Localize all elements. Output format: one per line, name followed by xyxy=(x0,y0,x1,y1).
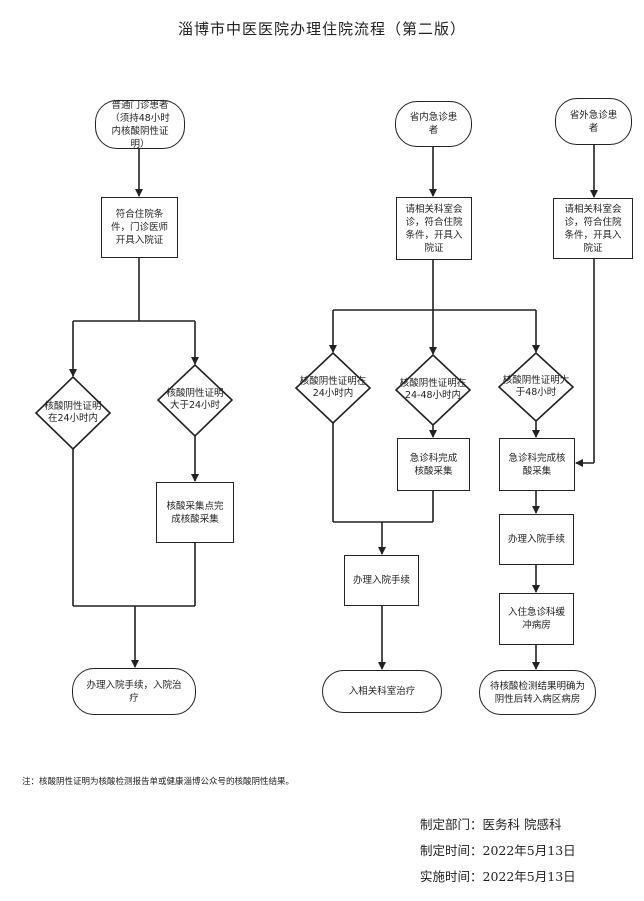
footnote: 注：核酸阴性证明为核酸检测报告单或健康淄博公众号的核酸阴性结果。 xyxy=(22,777,295,787)
meta-made-date: 制定时间：2022年5月13日 xyxy=(420,843,576,858)
outpatient-criteria-node: 符合住院条件，门诊医师开具入院证 xyxy=(101,197,178,258)
in-admission-node: 办理入院手续 xyxy=(344,555,419,606)
buffer-admission-node: 办理入院手续 xyxy=(499,514,574,565)
out-consult-node: 请相关科室会诊，符合住院条件，开具入院证 xyxy=(553,198,633,259)
page-title: 淄博市中医医院办理住院流程（第二版） xyxy=(177,20,466,38)
in-emergency-start-node: 省内急诊患者 xyxy=(395,101,472,147)
meta-effective-date: 实施时间：2022年5月13日 xyxy=(420,869,576,884)
in-emergency-sampling-a-node: 急诊科完成核酸采集 xyxy=(397,438,470,491)
in-24-48-label: 核酸阴性证明在24-48小时内 xyxy=(399,378,467,401)
buffer-ward-node: 入住急诊科缓冲病房 xyxy=(499,593,574,645)
in-over48-label: 核酸阴性证明大于48小时 xyxy=(502,375,570,398)
out-emergency-start-node: 省外急诊患者 xyxy=(555,98,632,145)
buffer-end-node: 待核酸检测结果明确为阴性后转入病区病房 xyxy=(479,670,596,715)
meta-department: 制定部门：医务科 院感科 xyxy=(420,817,562,832)
outpatient-start-node: 普通门诊患者（须持48小时内核酸阴性证明） xyxy=(95,100,185,150)
op-within24-label: 核酸阴性证明在24小时内 xyxy=(44,401,102,424)
op-sampling-point-node: 核酸采集点完成核酸采集 xyxy=(156,482,234,543)
op-over24-label: 核酸阴性证明大于24小时 xyxy=(166,388,224,411)
in-emergency-sampling-b-node: 急诊科完成核酸采集 xyxy=(499,438,575,491)
in-end-node: 入相关科室治疗 xyxy=(322,670,442,713)
connector-lines xyxy=(69,145,598,670)
op-end-node: 办理入院手续，入院治疗 xyxy=(72,668,196,715)
in-within24-label: 核酸阴性证明在24小时内 xyxy=(299,376,367,399)
in-consult-node: 请相关科室会诊，符合住院条件，开具入院证 xyxy=(396,197,472,260)
